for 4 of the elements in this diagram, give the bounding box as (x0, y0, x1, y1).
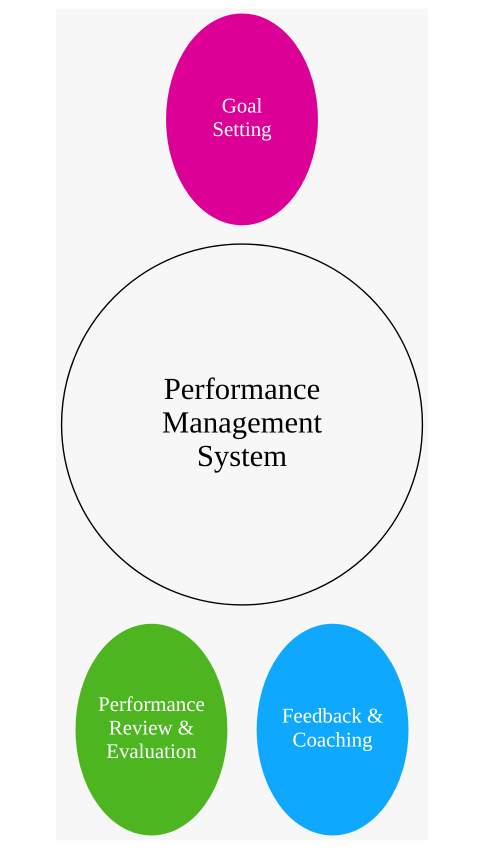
node-ellipse: Performance Review & Evaluation (76, 624, 228, 836)
node-circle: Performance Management System (60, 243, 424, 606)
node-ellipse: Feedback & Coaching (256, 624, 408, 836)
node-ellipse: Goal Setting (166, 13, 318, 226)
